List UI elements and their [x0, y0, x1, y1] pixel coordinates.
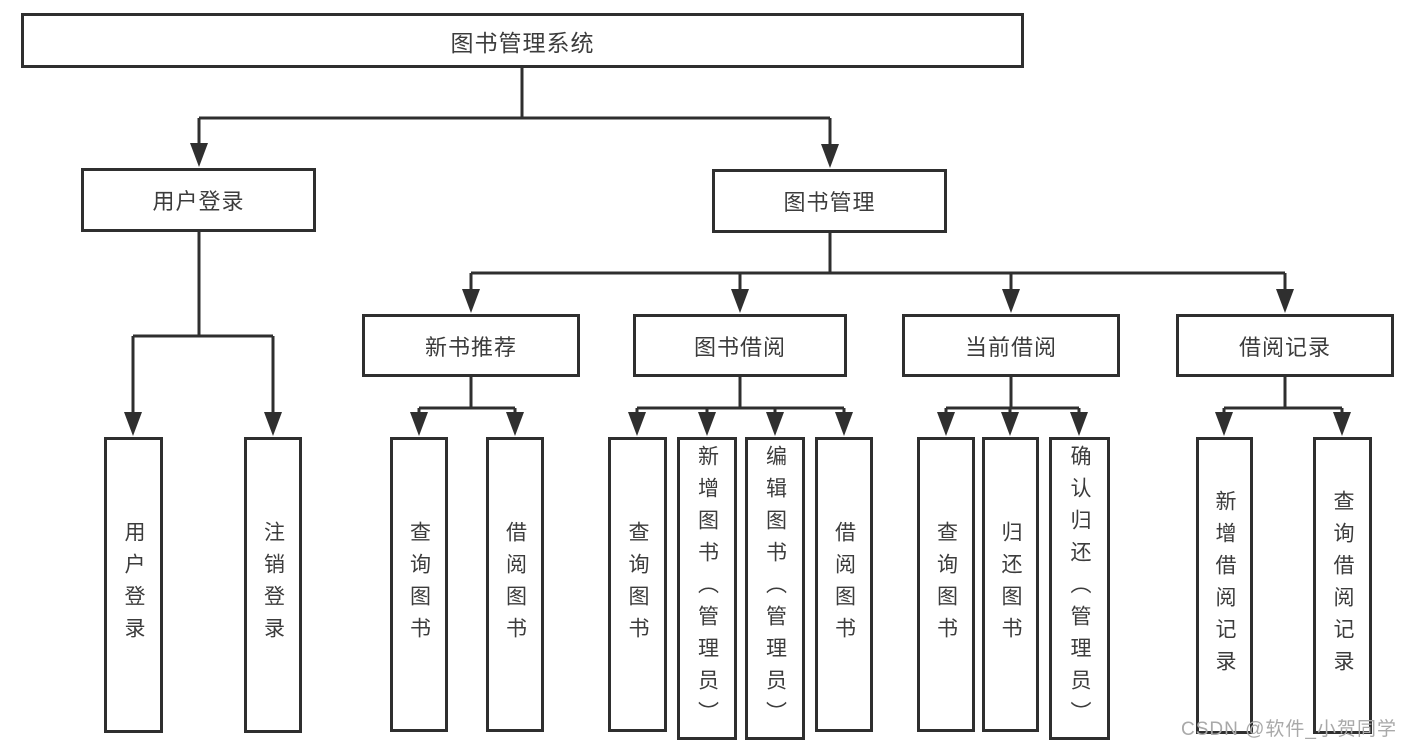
node-book-borrowing: 图书借阅 — [633, 314, 847, 377]
node-user-login: 用户登录 — [81, 168, 316, 232]
node-label: 查询图书 — [407, 520, 431, 649]
node-label: 查询借阅记录 — [1331, 489, 1354, 682]
node-label: 新增图书（管理员） — [695, 444, 719, 733]
node-label: 借阅图书 — [503, 520, 527, 649]
leaf-borrow-books: 借阅图书 — [815, 437, 873, 732]
leaf-edit-books-admin: 编辑图书（管理员） — [745, 437, 805, 740]
leaf-return-books: 归还图书 — [982, 437, 1039, 732]
node-label: 用户登录 — [122, 521, 145, 649]
node-label: 借阅记录 — [1238, 334, 1331, 360]
node-label: 查询图书 — [934, 520, 958, 649]
node-borrowing-records: 借阅记录 — [1176, 314, 1394, 377]
node-new-book-recommendation: 新书推荐 — [362, 314, 580, 377]
leaf-newrec-borrow-books: 借阅图书 — [486, 437, 544, 732]
node-label: 确认归还（管理员） — [1068, 444, 1091, 733]
leaf-add-books-admin: 新增图书（管理员） — [677, 437, 737, 740]
node-label: 图书借阅 — [693, 334, 786, 360]
leaf-confirm-return-admin: 确认归还（管理员） — [1049, 437, 1110, 740]
leaf-current-query-books: 查询图书 — [917, 437, 975, 732]
leaf-newrec-query-books: 查询图书 — [390, 437, 448, 732]
leaf-borrow-query-books: 查询图书 — [608, 437, 667, 732]
node-label: 图书管理 — [783, 190, 876, 215]
leaf-query-borrow-record: 查询借阅记录 — [1313, 437, 1372, 734]
node-label: 编辑图书（管理员） — [763, 444, 787, 733]
leaf-logout: 注销登录 — [244, 437, 302, 733]
node-current-borrowing: 当前借阅 — [902, 314, 1120, 377]
node-label: 当前借阅 — [964, 334, 1057, 360]
node-library-management-system: 图书管理系统 — [21, 13, 1024, 68]
leaf-user-login: 用户登录 — [104, 437, 163, 733]
node-label: 新书推荐 — [424, 334, 517, 360]
node-label: 用户登录 — [152, 189, 245, 214]
csdn-watermark: CSDN @软件_小贺同学 — [1181, 719, 1397, 740]
node-label: 图书管理系统 — [450, 29, 595, 56]
node-label: 新增借阅记录 — [1213, 489, 1236, 682]
node-label: 查询图书 — [626, 520, 649, 649]
leaf-add-borrow-record: 新增借阅记录 — [1196, 437, 1253, 734]
node-label: 借阅图书 — [832, 520, 856, 649]
node-label: 归还图书 — [999, 520, 1022, 649]
node-book-management: 图书管理 — [712, 169, 947, 233]
node-label: 注销登录 — [261, 521, 285, 649]
